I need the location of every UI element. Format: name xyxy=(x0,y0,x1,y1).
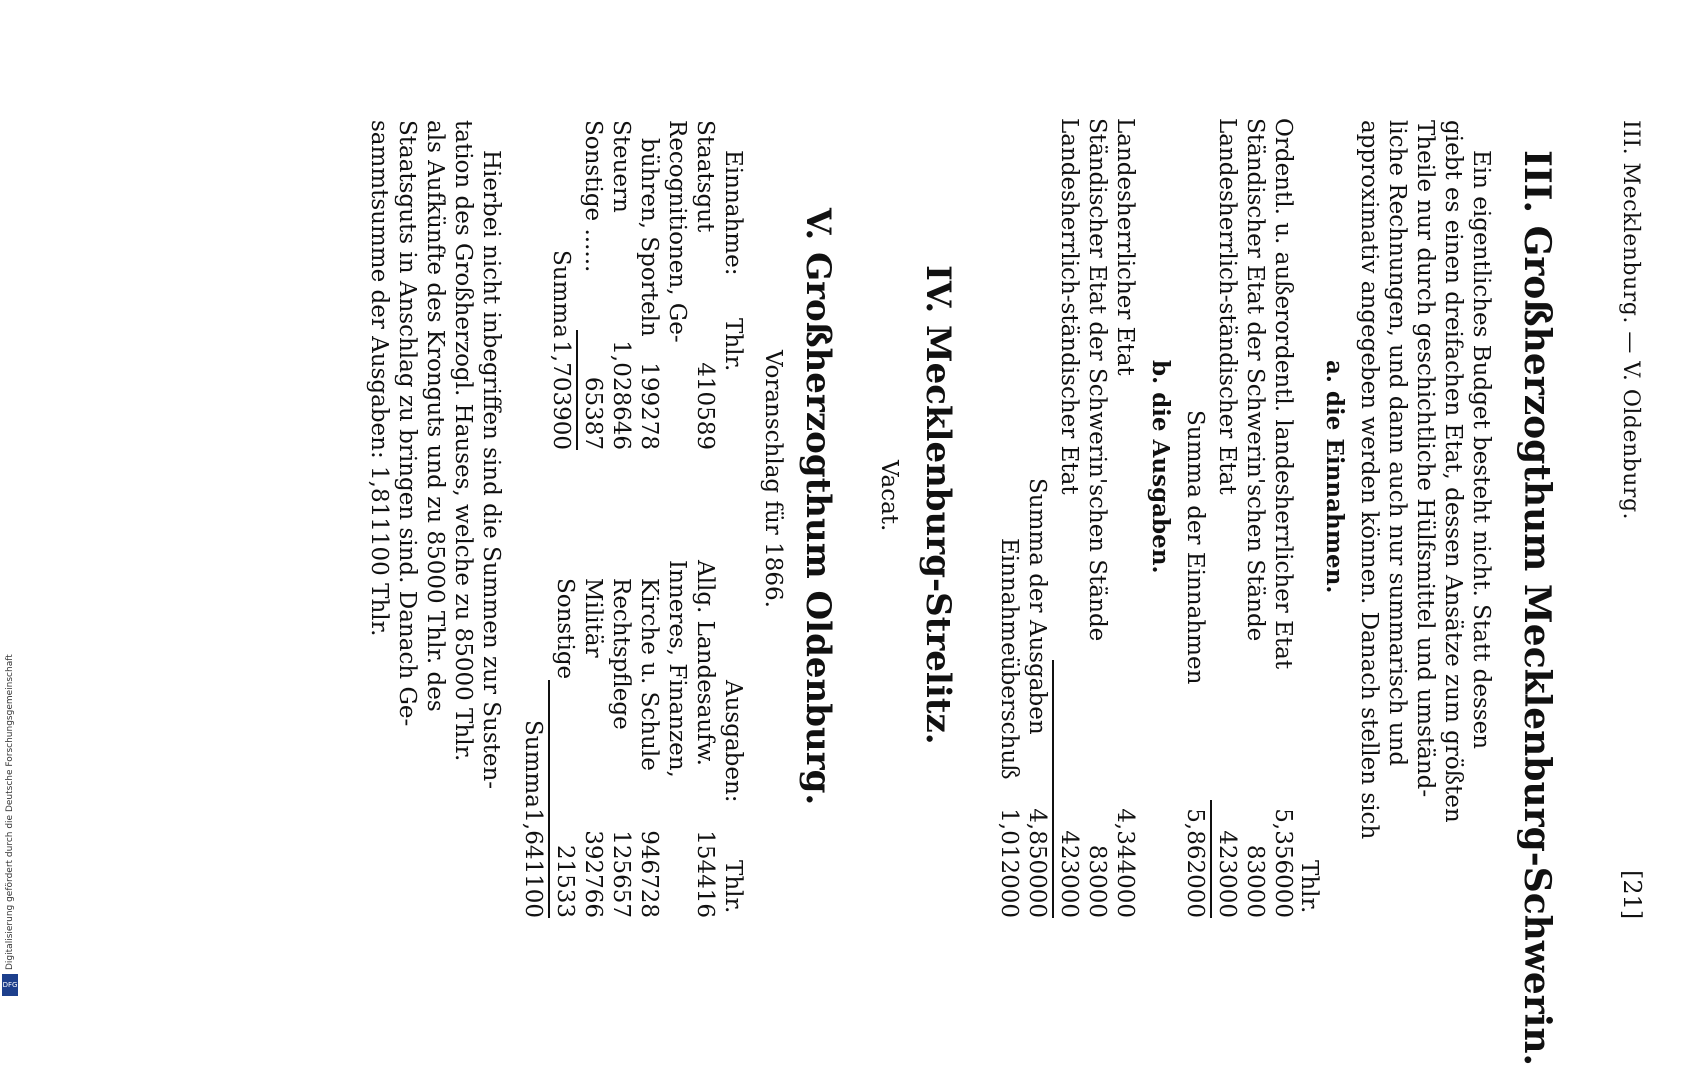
page-number: [21] xyxy=(1618,870,1646,920)
expense-row-value: 423000 xyxy=(1056,830,1082,918)
oldenburg-income-row: Recognitionen, Ge- xyxy=(664,120,690,450)
expense-row-label: Landesherrlicher Etat xyxy=(1112,118,1138,376)
section-5-paragraph-line: tation des Großherzogl. Hauses, welche z… xyxy=(450,120,476,762)
oldenburg-income-row: Sonstige ...... 65387 xyxy=(580,120,606,450)
rotated-document-page: III. Mecklenburg. — V. Oldenburg. [21] I… xyxy=(366,118,1646,1066)
income-row-value: 199278 xyxy=(636,362,662,450)
oldenburg-expense-row: Sonstige 21533 xyxy=(552,578,578,918)
unit-label: Thlr. xyxy=(720,860,746,914)
expense-row-label: Kirche u. Schule xyxy=(636,578,662,771)
section-5-paragraph-line: sammtsumme der Ausgaben: 1,811100 Thlr. xyxy=(366,120,392,637)
income-row-label: Landesherrlich-ständischer Etat xyxy=(1214,118,1240,495)
section-3-paragraph-line: Theile nur durch geschichtliche Hülfsmit… xyxy=(1412,120,1438,798)
income-row: Ordentl. u. außerordentl. landesherrlich… xyxy=(1270,118,1296,918)
expense-row-label: Inneres, Finanzen, xyxy=(664,560,690,778)
income-row-label: Steuern xyxy=(608,120,634,213)
running-head: III. Mecklenburg. — V. Oldenburg. xyxy=(1618,120,1643,521)
income-row-label: Ständischer Etat der Schwerin'schen Stän… xyxy=(1242,118,1268,642)
income-sum-value: 1,703900 xyxy=(548,340,574,450)
expense-row-value: 83000 xyxy=(1084,844,1110,918)
expense-row-value: 4,344000 xyxy=(1112,808,1138,918)
income-row: Landesherrlich-ständischer Etat 423000 xyxy=(1214,118,1240,918)
oldenburg-expense-row: Rechtspflege 125657 xyxy=(608,578,634,918)
expense-heading: b. die Ausgaben. xyxy=(1147,360,1174,574)
income-row-label: bühren, Sporteln xyxy=(636,138,662,337)
oldenburg-income-row: Staatsgut 410589 xyxy=(692,120,718,450)
section-3-paragraph-line: liche Rechnungen, und dann auch nur summ… xyxy=(1384,120,1410,767)
section-4-title: IV. Mecklenburg-Strelitz. xyxy=(918,265,958,745)
surplus-value: 1,012000 xyxy=(996,808,1022,918)
section-3-title: III. Großherzogthum Mecklenburg-Schwerin… xyxy=(1516,150,1558,1066)
expense-row-label: Ständischer Etat der Schwerin'schen Stän… xyxy=(1084,118,1110,642)
income-sum-label: Summa xyxy=(548,250,574,338)
income-row-value: 423000 xyxy=(1214,830,1240,918)
unit-label: Thlr. xyxy=(720,318,746,372)
expense-row-label: Landesherrlich-ständischer Etat xyxy=(1056,118,1082,495)
expense-row-value: 154416 xyxy=(692,830,718,918)
oldenburg-expense-row: Inneres, Finanzen, xyxy=(664,560,690,918)
income-row-label: Recognitionen, Ge- xyxy=(664,120,690,343)
section-3-paragraph-line: giebt es einen dreifachen Etat, dessen A… xyxy=(1440,120,1466,823)
expense-sum-label: Summa xyxy=(520,720,546,808)
expense-sum-value: 4,850000 xyxy=(1024,808,1050,918)
income-heading: a. die Einnahmen. xyxy=(1321,360,1348,594)
expense-row-label: Militär xyxy=(580,578,606,658)
oldenburg-expense-row: Militär 392766 xyxy=(580,578,606,918)
income-sum-value: 5,862000 xyxy=(1182,808,1208,918)
expense-sum-value: 1,641100 xyxy=(520,808,546,918)
income-row-value: 5,356000 xyxy=(1270,808,1296,918)
oldenburg-income-row: Steuern 1,028646 xyxy=(608,120,634,450)
funding-strip: Digitalisierung gefördert durch die Deut… xyxy=(0,598,20,1000)
income-row-value: 65387 xyxy=(580,376,606,450)
expense-column-header: Ausgaben: xyxy=(720,680,746,803)
oldenburg-expense-row: Allg. Landesaufw. 154416 xyxy=(692,560,718,918)
expense-row-value: 392766 xyxy=(580,830,606,918)
section-3-paragraph-line: approximativ angegeben werden können. Da… xyxy=(1356,120,1382,840)
expense-row-label: Rechtspflege xyxy=(608,578,634,730)
section-5-paragraph-line: Staatsguts in Anschlag zu bringen sind. … xyxy=(394,120,420,727)
dfg-logo-icon: DFG xyxy=(2,974,18,996)
income-row-value: 410589 xyxy=(692,362,718,450)
sum-rule xyxy=(548,680,550,918)
oldenburg-expense-row: Kirche u. Schule 946728 xyxy=(636,578,662,918)
vacat-note: Vacat. xyxy=(876,460,902,532)
sum-rule xyxy=(576,330,578,450)
expense-row: Ständischer Etat der Schwerin'schen Stän… xyxy=(1084,118,1110,918)
expense-row-label: Allg. Landesaufw. xyxy=(692,560,718,766)
budget-subtitle: Voranschlag für 1866. xyxy=(760,350,786,608)
income-row-value: 1,028646 xyxy=(608,340,634,450)
expense-row: Landesherrlich-ständischer Etat 423000 xyxy=(1056,118,1082,918)
expense-row: Landesherrlicher Etat 4,344000 xyxy=(1112,118,1138,918)
expense-sum-label: Summa der Ausgaben xyxy=(1024,478,1050,735)
expense-row-value: 21533 xyxy=(552,844,578,918)
expense-row-label: Sonstige xyxy=(552,578,578,680)
sum-rule xyxy=(1052,660,1054,918)
income-sum-label: Summa der Einnahmen xyxy=(1182,410,1208,685)
income-row-label: Sonstige ...... xyxy=(580,120,606,273)
section-5-paragraph-line: als Aufkünfte des Kronguts und zu 85000 … xyxy=(422,120,448,712)
section-5-paragraph-line: Hierbei nicht inbegriffen sind die Summe… xyxy=(478,150,504,790)
sum-rule xyxy=(1210,800,1212,918)
section-5-title: V. Großherzogthum Oldenburg. xyxy=(798,208,838,806)
section-3-paragraph-line: Ein eigentliches Budget besteht nicht. S… xyxy=(1468,150,1494,750)
expense-row-value: 125657 xyxy=(608,830,634,918)
income-row: Ständischer Etat der Schwerin'schen Stän… xyxy=(1242,118,1268,918)
surplus-label: Einnahmeüberschuß xyxy=(996,538,1022,780)
unit-label: Thlr. xyxy=(1296,860,1322,914)
scanned-page-viewport: Digitalisierung gefördert durch die Deut… xyxy=(0,118,1646,1066)
income-row-label: Ordentl. u. außerordentl. landesherrlich… xyxy=(1270,118,1296,670)
oldenburg-income-row: bühren, Sporteln 199278 xyxy=(636,138,662,450)
expense-row-value: 946728 xyxy=(636,830,662,918)
income-row-value: 83000 xyxy=(1242,844,1268,918)
income-column-header: Einnahme: xyxy=(720,150,746,276)
income-row-label: Staatsgut xyxy=(692,120,718,233)
